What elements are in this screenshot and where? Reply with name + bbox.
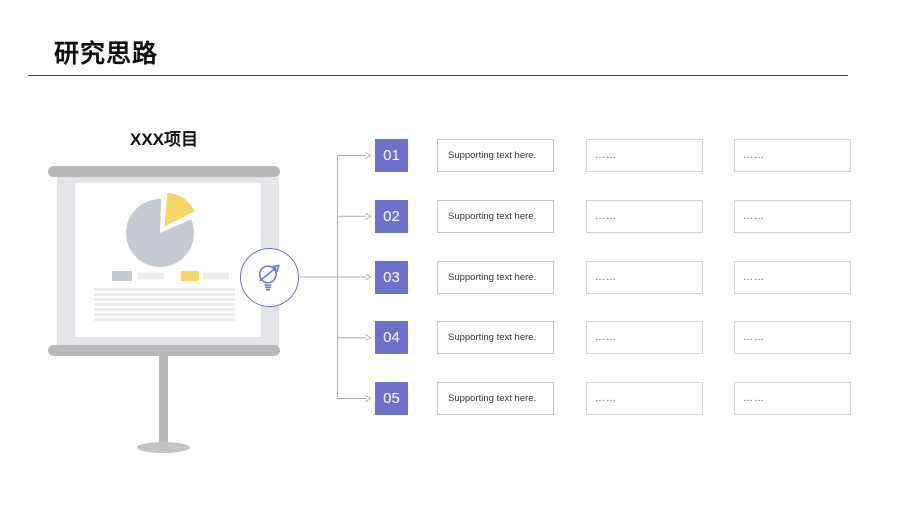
arrowhead-icon [365, 394, 372, 403]
flow-row-5: 05 Supporting text here. …… …… [375, 382, 851, 415]
support-text-box[interactable]: Supporting text here. [437, 382, 554, 415]
detail-text-box-1[interactable]: …… [586, 260, 703, 294]
support-text-box[interactable]: Supporting text here. [437, 139, 554, 172]
step-number-box: 05 [375, 382, 408, 415]
support-text-box[interactable]: Supporting text here. [437, 321, 554, 355]
detail-text-box-2[interactable]: …… [734, 321, 851, 355]
detail-text-box-1[interactable]: …… [586, 199, 703, 233]
idea-circle [240, 248, 299, 307]
detail-text-box-2[interactable]: …… [734, 199, 851, 233]
easel-pole [159, 356, 168, 445]
project-label: XXX项目 [129, 130, 199, 149]
flow-row-3: 03 Supporting text here. …… …… [375, 260, 851, 294]
pie-chart-graphic [94, 189, 235, 322]
support-text-box[interactable]: Supporting text here. [437, 199, 554, 233]
arrowhead-icon [365, 273, 372, 281]
step-number-box: 03 [375, 260, 408, 294]
step-number-box: 02 [375, 199, 408, 233]
easel-top-bar [48, 166, 280, 177]
flow-row-2: 02 Supporting text here. …… …… [375, 199, 851, 233]
support-text-box[interactable]: Supporting text here. [437, 260, 554, 294]
arrowhead-icon [365, 334, 372, 342]
detail-text-box-1[interactable]: …… [586, 382, 703, 415]
flow-row-4: 04 Supporting text here. …… …… [375, 321, 851, 355]
step-number-box: 04 [375, 321, 408, 355]
easel-bottom-bar [48, 345, 280, 356]
flow-row-1: 01 Supporting text here. …… …… [375, 139, 851, 172]
easel-screen [75, 183, 261, 337]
connector-lines [300, 151, 372, 403]
step-number-box: 01 [375, 139, 408, 172]
detail-text-box-2[interactable]: …… [734, 382, 851, 415]
detail-text-box-1[interactable]: …… [586, 321, 703, 355]
title-divider [28, 75, 848, 76]
flow-rows: 01 Supporting text here. …… …… 02 Suppor… [375, 139, 851, 415]
arrowhead-icon [365, 151, 372, 160]
page-title: 研究思路 [54, 40, 159, 68]
detail-text-box-2[interactable]: …… [734, 139, 851, 172]
detail-text-box-1[interactable]: …… [586, 139, 703, 172]
arrowhead-icon [365, 212, 372, 220]
lightbulb-arrow-icon [258, 264, 280, 291]
detail-text-box-2[interactable]: …… [734, 260, 851, 294]
easel-base [137, 442, 190, 453]
